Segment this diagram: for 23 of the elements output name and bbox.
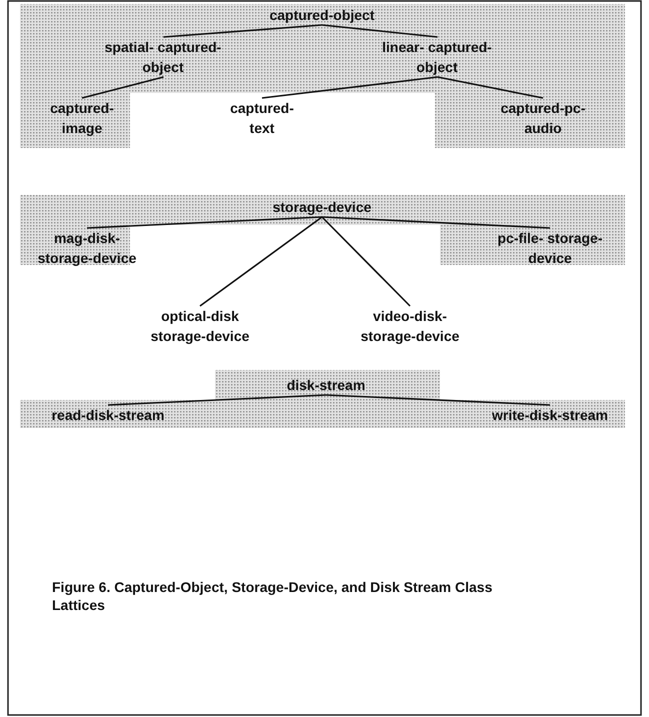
class-name: captured-object <box>268 6 376 25</box>
connector-line <box>108 394 326 406</box>
class-name: write-disk-stream <box>491 406 609 425</box>
class-name: video-disk- storage-device <box>360 307 460 346</box>
class-name: read-disk-stream <box>50 406 166 425</box>
connector-line <box>321 216 411 307</box>
class-name: disk-stream <box>286 376 366 395</box>
class-name: captured- image <box>49 99 115 138</box>
class-name: captured- text <box>229 99 295 138</box>
connector-line <box>322 216 550 229</box>
connector-line <box>262 76 438 99</box>
class-name: storage-device <box>272 198 372 217</box>
connector-line <box>326 394 550 406</box>
class-name: captured-pc- audio <box>500 99 586 138</box>
class-name: spatial- captured-object <box>104 38 222 77</box>
class-name: linear- captured-object <box>381 38 493 77</box>
connector-line <box>200 216 322 307</box>
class-name: mag-disk- storage-device <box>36 229 138 268</box>
connector-line <box>86 216 322 229</box>
class-name: optical-disk storage-device <box>150 307 250 346</box>
connector-line <box>322 24 438 38</box>
class-name: pc-file- storage-device <box>496 229 604 268</box>
figure-caption: Figure 6. Captured-Object, Storage-Device, and Disk Stream Class Lattices <box>52 578 494 614</box>
